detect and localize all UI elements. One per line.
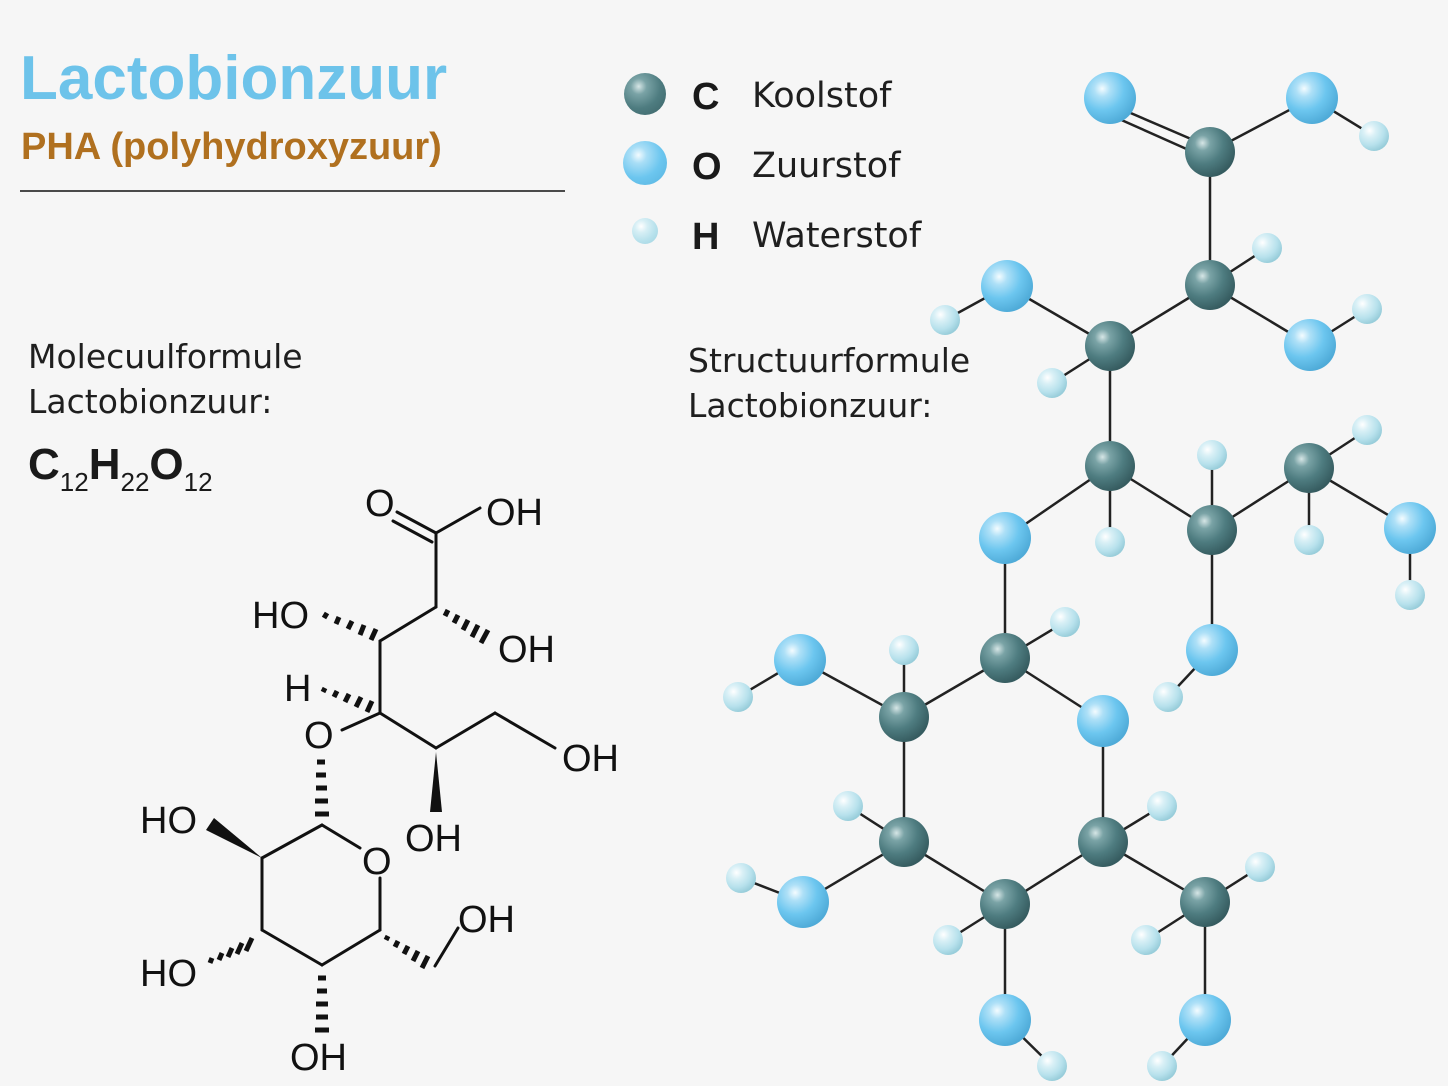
oxygen-atom-icon: [1179, 994, 1231, 1046]
formula-h-count: 22: [120, 467, 150, 497]
skeletal-label-o: O: [362, 841, 392, 883]
formula-o: O: [149, 440, 184, 489]
title-divider: [20, 190, 565, 192]
hydrogen-atom-icon: [632, 218, 658, 244]
oxygen-atom-icon: [623, 141, 667, 185]
skeletal-label-h: H: [284, 668, 311, 710]
carbon-atom-icon: [1185, 260, 1235, 310]
legend-name: Koolstof: [752, 76, 892, 116]
hydrogen-atom-icon: [1131, 925, 1161, 955]
oxygen-atom-icon: [777, 876, 829, 928]
molecular-label-line2: Lactobionzuur:: [28, 382, 273, 421]
skeletal-label-oh: OH: [498, 629, 555, 671]
oxygen-atom-icon: [979, 512, 1031, 564]
legend-name: Zuurstof: [752, 146, 901, 186]
hydrogen-atom-icon: [833, 791, 863, 821]
skeletal-label-oh: OH: [486, 492, 543, 534]
molecular-formula: C12H22O12: [28, 440, 213, 498]
skeletal-label-o: O: [365, 483, 395, 525]
oxygen-atom-icon: [1084, 72, 1136, 124]
formula-h: H: [88, 440, 121, 489]
oxygen-atom-icon: [1284, 319, 1336, 371]
hydrogen-atom-icon: [1037, 1051, 1067, 1081]
structural-formula-label: Structuurformule Lactobionzuur:: [688, 338, 970, 428]
oxygen-atom-icon: [1077, 695, 1129, 747]
legend-item-carbon: C Koolstof: [620, 68, 950, 128]
page-title: Lactobionzuur: [20, 44, 448, 113]
hydrogen-atom-icon: [1153, 682, 1183, 712]
skeletal-label-ho: HO: [140, 953, 197, 995]
hydrogen-atom-icon: [1352, 415, 1382, 445]
ball-and-stick-model: [723, 72, 1436, 1081]
structural-label-line2: Lactobionzuur:: [688, 386, 933, 425]
oxygen-atom-icon: [774, 634, 826, 686]
skeletal-label-ho: HO: [252, 595, 309, 637]
carbon-atom-icon: [1078, 817, 1128, 867]
legend-item-hydrogen: H Waterstof: [620, 208, 950, 268]
hydrogen-atom-icon: [1147, 791, 1177, 821]
page-subtitle: PHA (polyhydroxyzuur): [21, 126, 442, 168]
skeletal-label-o: O: [304, 715, 334, 757]
molecular-formula-label: Molecuulformule Lactobionzuur:: [28, 334, 303, 424]
carbon-atom-icon: [879, 692, 929, 742]
skeletal-label-oh: OH: [458, 899, 515, 941]
carbon-atom-icon: [1085, 441, 1135, 491]
hydrogen-atom-icon: [1352, 294, 1382, 324]
oxygen-atom-icon: [1384, 502, 1436, 554]
hydrogen-atom-icon: [1037, 368, 1067, 398]
hydrogen-atom-icon: [1245, 852, 1275, 882]
skeletal-label-oh: OH: [562, 738, 619, 780]
legend-name: Waterstof: [752, 216, 922, 256]
hydrogen-atom-icon: [1294, 525, 1324, 555]
hydrogen-atom-icon: [1359, 121, 1389, 151]
carbon-atom-icon: [1085, 321, 1135, 371]
skeletal-label-oh: OH: [290, 1037, 347, 1079]
hydrogen-atom-icon: [933, 925, 963, 955]
carbon-atom-icon: [1187, 505, 1237, 555]
hydrogen-atom-icon: [1050, 607, 1080, 637]
carbon-atom-icon: [624, 73, 666, 115]
legend-symbol: H: [692, 216, 720, 258]
oxygen-atom-icon: [979, 994, 1031, 1046]
formula-o-count: 12: [183, 467, 213, 497]
skeletal-formula: O OH HO OH H O OH OH HO O OH HO OH: [140, 483, 619, 1079]
skeletal-label-oh: OH: [405, 818, 462, 860]
molecular-label-line1: Molecuulformule: [28, 337, 303, 376]
oxygen-atom-icon: [981, 260, 1033, 312]
carbon-atom-icon: [1284, 443, 1334, 493]
hydrogen-atom-icon: [889, 635, 919, 665]
legend-symbol: O: [692, 146, 722, 188]
carbon-atom-icon: [1185, 127, 1235, 177]
hydrogen-atom-icon: [1147, 1051, 1177, 1081]
hydrogen-atom-icon: [1197, 440, 1227, 470]
carbon-atom-icon: [980, 633, 1030, 683]
hydrogen-atom-icon: [1095, 527, 1125, 557]
legend-symbol: C: [692, 76, 720, 118]
hydrogen-atom-icon: [1252, 233, 1282, 263]
hydrogen-atom-icon: [726, 863, 756, 893]
formula-c: C: [28, 440, 60, 489]
formula-c-count: 12: [59, 467, 89, 497]
carbon-atom-icon: [879, 817, 929, 867]
legend-item-oxygen: O Zuurstof: [620, 138, 950, 198]
hydrogen-atom-icon: [723, 682, 753, 712]
skeletal-label-ho: HO: [140, 800, 197, 842]
carbon-atom-icon: [980, 879, 1030, 929]
oxygen-atom-icon: [1286, 72, 1338, 124]
structural-label-line1: Structuurformule: [688, 341, 971, 380]
hydrogen-atom-icon: [930, 305, 960, 335]
carbon-atom-icon: [1180, 877, 1230, 927]
oxygen-atom-icon: [1186, 624, 1238, 676]
hydrogen-atom-icon: [1395, 580, 1425, 610]
